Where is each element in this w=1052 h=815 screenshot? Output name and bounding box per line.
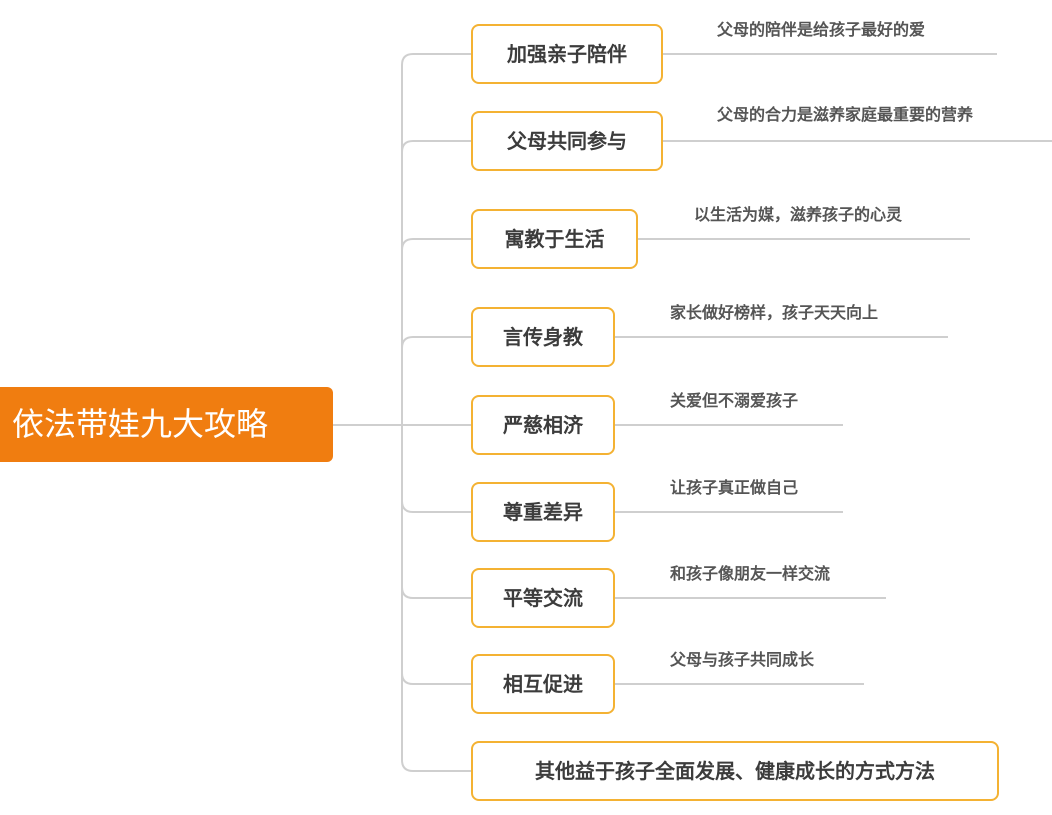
branch-connector-9 — [401, 759, 471, 772]
branch-note-7: 和孩子像朋友一样交流 — [670, 564, 831, 583]
branch-note-2: 父母的合力是滋养家庭最重要的营养 — [717, 105, 974, 124]
branch-node-6[interactable]: 尊重差异 — [471, 482, 615, 542]
branch-connector-7 — [401, 586, 471, 599]
branch-node-8[interactable]: 相互促进 — [471, 654, 615, 714]
branch-node-5[interactable]: 严慈相济 — [471, 395, 615, 455]
branch-connector-2 — [401, 140, 471, 153]
branch-connector-3 — [401, 238, 471, 251]
branch-node-2[interactable]: 父母共同参与 — [471, 111, 663, 171]
branch-node-1[interactable]: 加强亲子陪伴 — [471, 24, 663, 84]
root-topic[interactable]: 依法带娃九大攻略 — [0, 387, 333, 462]
branch-connector-8 — [401, 672, 471, 685]
branch-node-4[interactable]: 言传身教 — [471, 307, 615, 367]
branch-connector-6 — [401, 500, 471, 513]
branch-node-7[interactable]: 平等交流 — [471, 568, 615, 628]
branch-connector-4 — [401, 336, 471, 349]
branch-connector-1 — [401, 53, 471, 66]
branch-node-3[interactable]: 寓教于生活 — [471, 209, 638, 269]
branch-note-3: 以生活为媒，滋养孩子的心灵 — [694, 205, 903, 224]
branch-note-8: 父母与孩子共同成长 — [670, 650, 815, 669]
branch-note-6: 让孩子真正做自己 — [670, 478, 799, 497]
branch-note-4: 家长做好榜样，孩子天天向上 — [670, 303, 879, 322]
branch-note-5: 关爱但不溺爱孩子 — [670, 391, 799, 410]
branch-node-9[interactable]: 其他益于孩子全面发展、健康成长的方式方法 — [471, 741, 999, 801]
branch-note-1: 父母的陪伴是给孩子最好的爱 — [717, 20, 926, 39]
